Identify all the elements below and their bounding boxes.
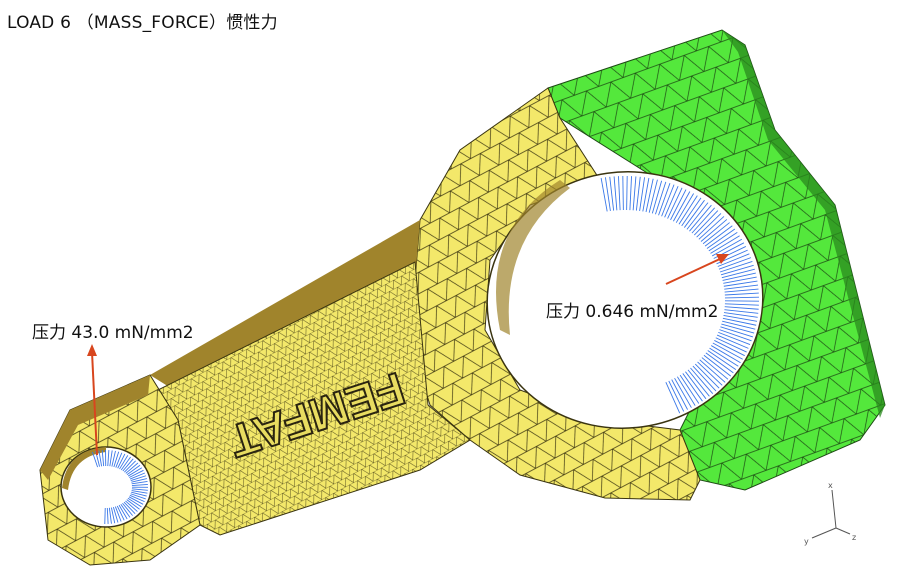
big-end-pressure-label: 压力 0.646 mN/mm2 xyxy=(546,302,719,322)
small-end-pressure-label: 压力 43.0 mN/mm2 xyxy=(32,323,194,343)
small-end-leader-arrow xyxy=(87,344,98,456)
axis-triad: x y z xyxy=(804,481,856,546)
load-case-title: LOAD 6 （MASS_FORCE）惯性力 xyxy=(7,13,278,33)
small-end-pressure-vectors xyxy=(91,449,149,524)
triad-y-label: y xyxy=(804,537,809,546)
big-end-leader-arrow xyxy=(665,254,729,285)
connecting-rod-shank xyxy=(39,87,764,566)
triad-z-label: z xyxy=(852,533,856,542)
big-end-pressure-vectors xyxy=(600,176,759,414)
triad-x-label: x xyxy=(828,481,833,490)
